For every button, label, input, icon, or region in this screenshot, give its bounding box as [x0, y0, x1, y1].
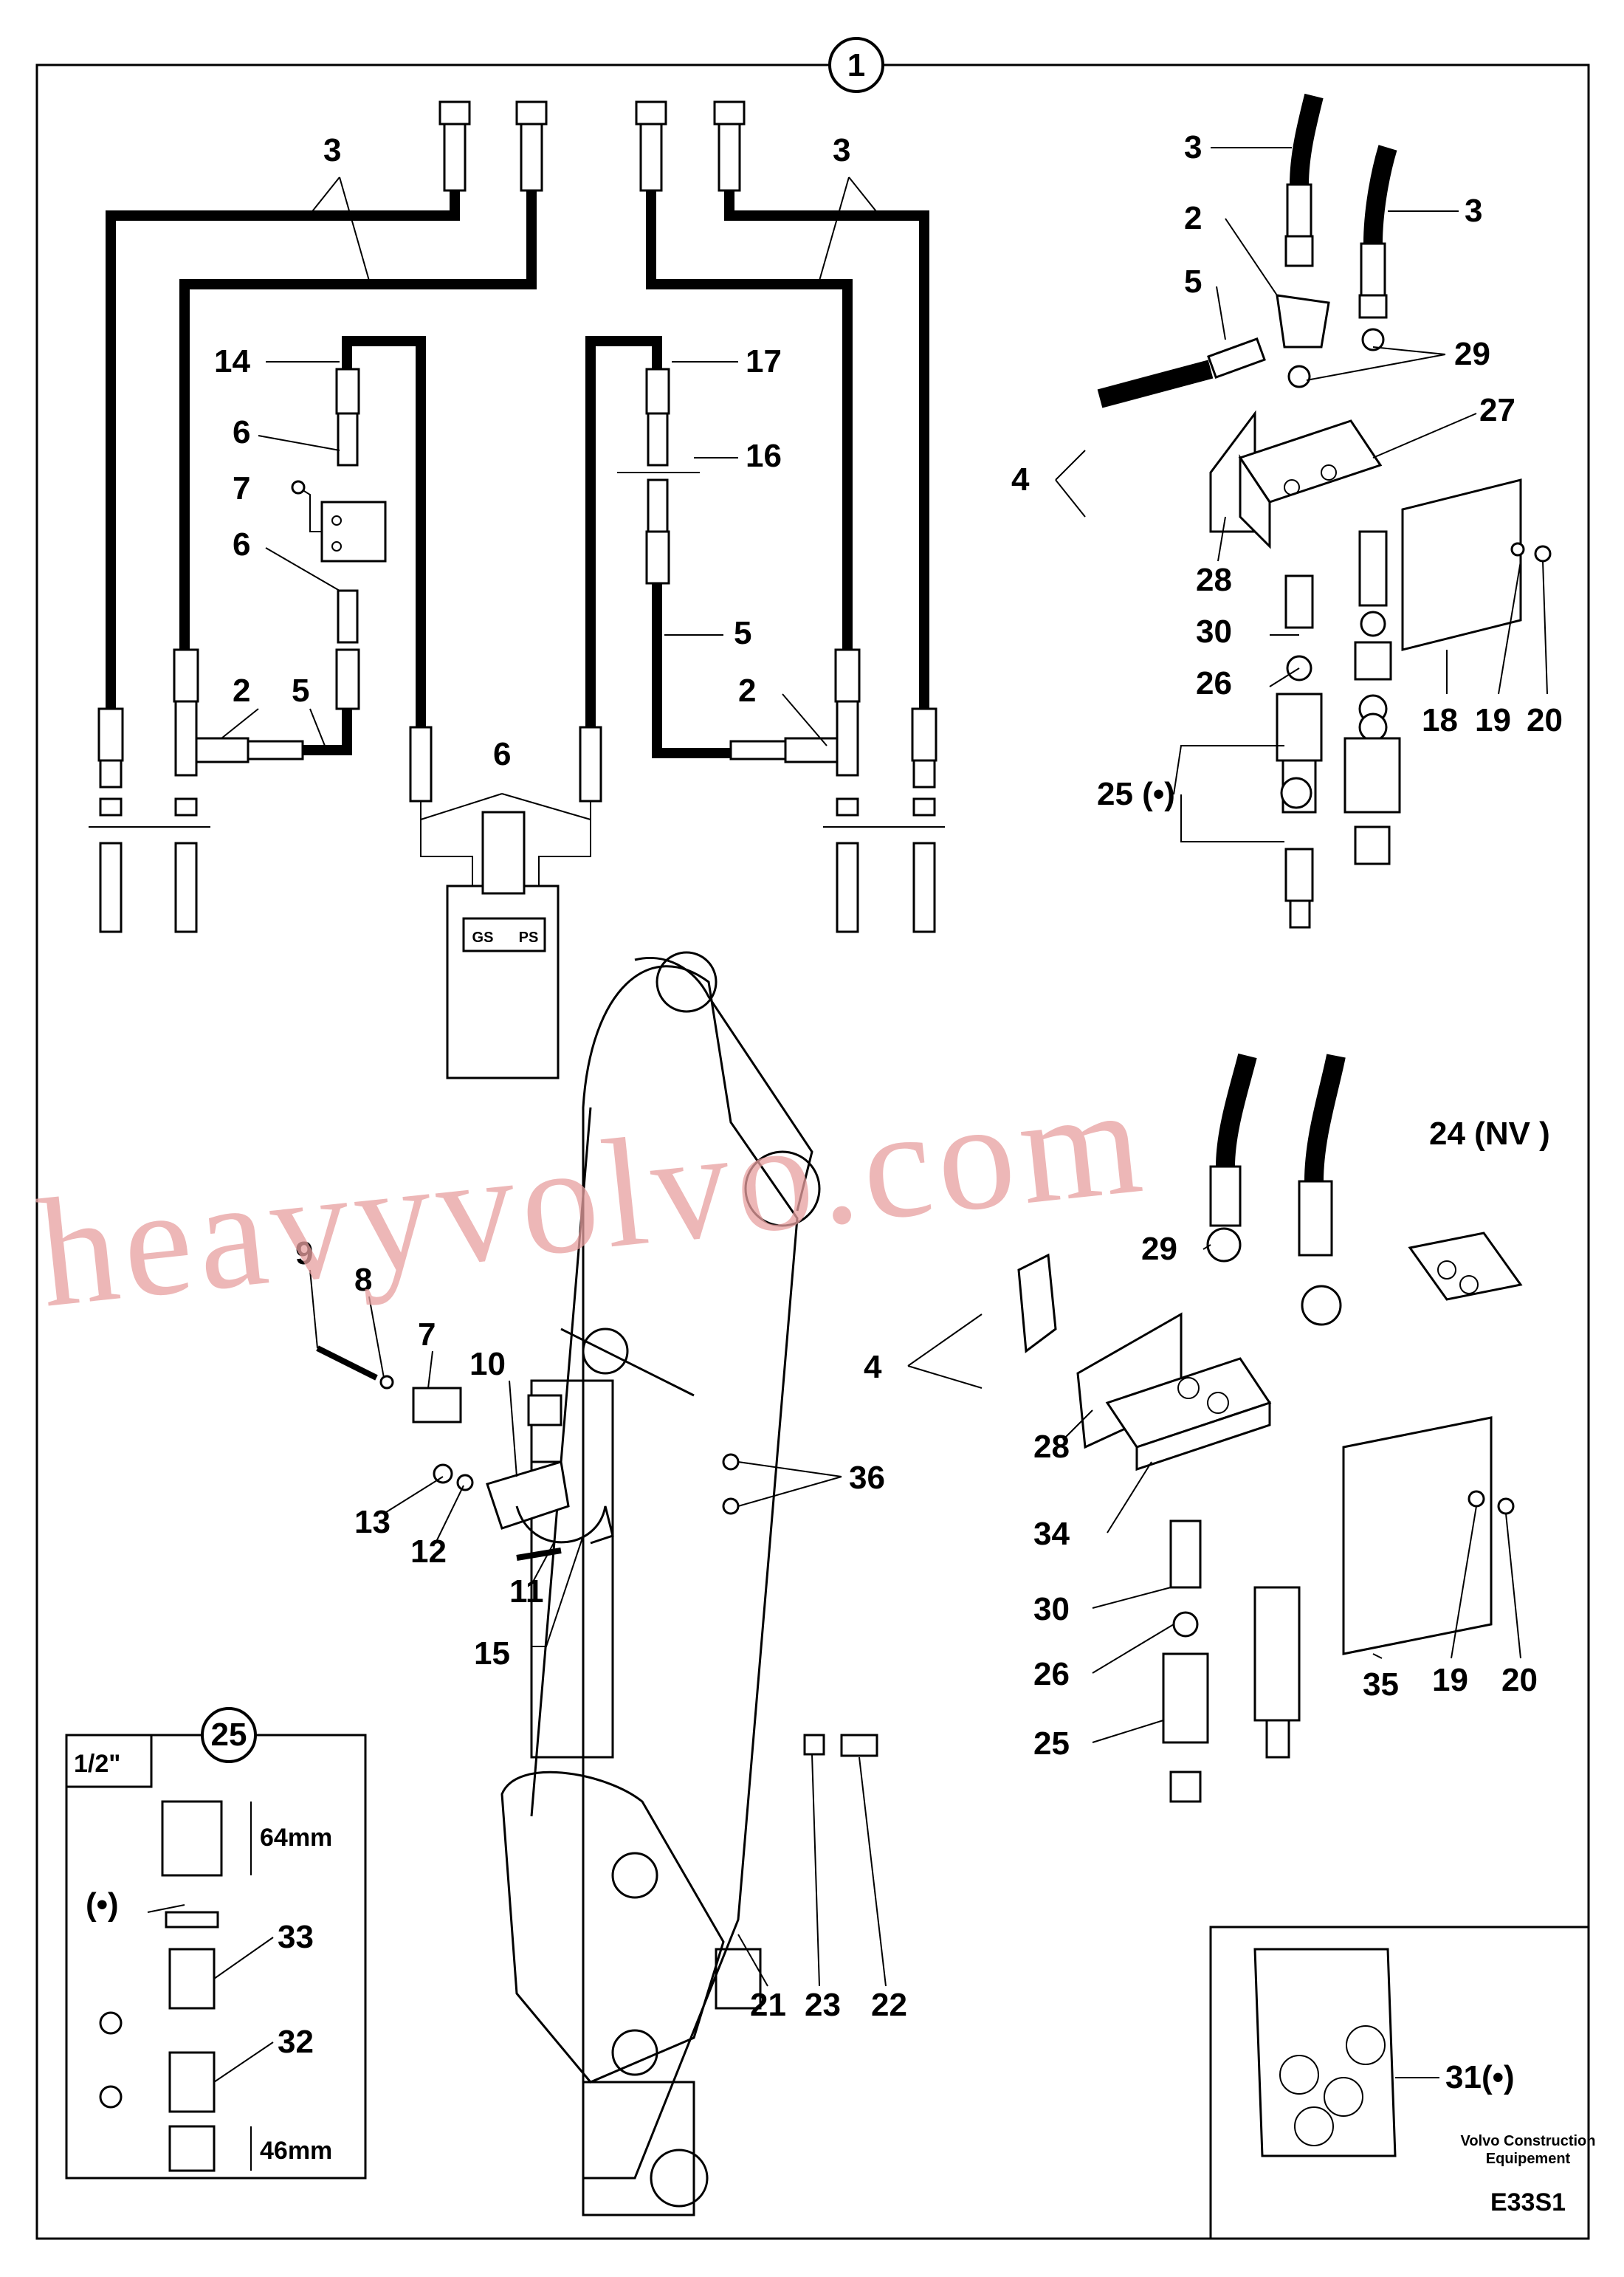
callout-3: 3 [323, 132, 341, 168]
callout-28: 28 [1033, 1429, 1070, 1465]
callout-5: 5 [292, 673, 309, 709]
nv-label: 24 (NV ) [1429, 1116, 1550, 1152]
callout-9: 9 [295, 1235, 313, 1271]
callout-2: 2 [1184, 200, 1202, 236]
callout-21: 21 [750, 1987, 786, 2023]
callout-27: 27 [1479, 392, 1515, 428]
callout-10: 10 [469, 1346, 506, 1382]
callout-26: 26 [1196, 665, 1232, 701]
inset-number: 25 [211, 1717, 247, 1753]
callout-22: 22 [871, 1987, 907, 2023]
callout-3: 3 [1465, 193, 1482, 229]
callout-25: 25 [1033, 1725, 1070, 1762]
callout-6: 6 [233, 414, 250, 450]
callout-8: 8 [354, 1262, 372, 1298]
callout-15: 15 [474, 1635, 510, 1672]
callout-32: 32 [278, 2024, 314, 2060]
callout-14: 14 [214, 343, 250, 380]
inset-dim-bottom: 46mm [260, 2137, 332, 2165]
callout-19: 19 [1432, 1662, 1468, 1698]
bag-label: 31(•) [1445, 2059, 1515, 2095]
callout-5: 5 [734, 615, 751, 651]
callout-11: 11 [509, 1573, 544, 1610]
watermark: heavyvolvo.com [31, 1054, 1155, 1340]
callout-30: 30 [1196, 614, 1232, 650]
inset-symbol: (•) [86, 1886, 119, 1923]
callout-7: 7 [233, 470, 250, 506]
inset-25 [65, 1707, 367, 2180]
callouts: 3 3 14 6 7 6 2 5 6 17 16 5 2 3 3 2 5 4 2… [74, 129, 1595, 2216]
callout-30: 30 [1033, 1591, 1070, 1627]
inset-dim-top: 64mm [260, 1824, 332, 1852]
middle-right-assembly [1017, 1053, 1523, 1803]
company-line-1: Volvo Construction [1461, 2133, 1596, 2149]
ps-label: PS [519, 930, 539, 946]
outer-frame [35, 63, 1590, 2240]
leader-lines [147, 147, 1548, 2083]
callout-4: 4 [864, 1349, 882, 1385]
callout-20: 20 [1527, 702, 1563, 738]
callout-12: 12 [410, 1534, 447, 1570]
callout-33: 33 [278, 1919, 314, 1955]
callout-28: 28 [1196, 562, 1232, 598]
bag-inset [1209, 1926, 1590, 2240]
callout-3: 3 [1184, 129, 1202, 165]
callout-25: 25 (•) [1097, 776, 1175, 812]
callout-5: 5 [1184, 264, 1202, 300]
company-line-2: Equipement [1486, 2151, 1571, 2167]
small-parts [316, 1345, 878, 1757]
callout-17: 17 [746, 343, 782, 380]
callout-18: 18 [1422, 702, 1458, 738]
callout-7: 7 [418, 1316, 436, 1353]
callout-6: 6 [493, 736, 511, 772]
callout-23: 23 [805, 1987, 841, 2023]
callout-29: 29 [1141, 1231, 1177, 1267]
callout-34: 34 [1033, 1516, 1070, 1552]
gs-label: GS [472, 930, 494, 946]
view-number-circle [828, 37, 884, 93]
hose-schematic: GS PS [89, 100, 945, 1079]
callout-13: 13 [354, 1504, 390, 1540]
callout-3: 3 [833, 132, 850, 168]
callout-36: 36 [849, 1460, 885, 1496]
callout-2: 2 [233, 673, 250, 709]
callout-4: 4 [1011, 461, 1030, 498]
callout-29: 29 [1454, 336, 1490, 372]
callout-2: 2 [738, 673, 756, 709]
callout-26: 26 [1033, 1656, 1070, 1692]
callout-19: 19 [1475, 702, 1511, 738]
callout-6: 6 [233, 526, 250, 563]
drawing-code: E33S1 [1490, 2188, 1566, 2216]
view-number: 1 [847, 47, 865, 83]
callout-35: 35 [1363, 1666, 1399, 1703]
inset-size: 1/2" [74, 1750, 120, 1778]
callout-20: 20 [1501, 1662, 1538, 1698]
top-right-assembly [1097, 93, 1552, 929]
callout-16: 16 [746, 438, 782, 474]
top-fittings [438, 100, 746, 192]
